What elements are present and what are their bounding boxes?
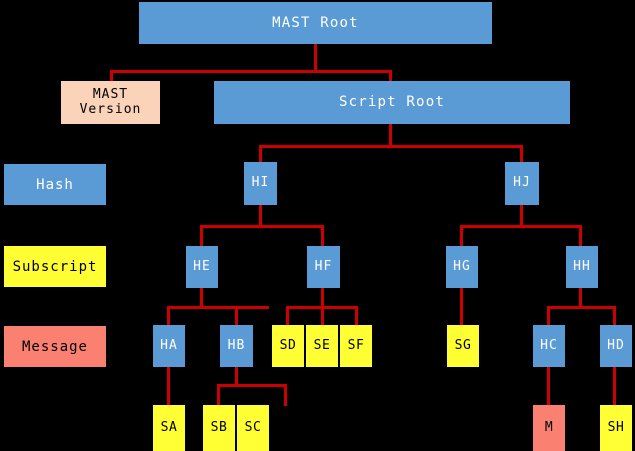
edge-he-bar bbox=[167, 306, 269, 309]
node-sf[interactable]: SF bbox=[340, 325, 372, 367]
edge-hj-drop bbox=[520, 145, 523, 163]
edge-scriptroot-bar bbox=[259, 145, 523, 148]
edge-mastversion-drop bbox=[110, 70, 113, 82]
node-sd[interactable]: SD bbox=[272, 325, 304, 367]
edge-he-drop bbox=[200, 225, 203, 247]
edge-hd-sh bbox=[613, 367, 616, 406]
node-sb[interactable]: SB bbox=[203, 405, 235, 451]
node-sa[interactable]: SA bbox=[153, 405, 185, 451]
legend-item-hash: Hash bbox=[4, 164, 106, 205]
edge-hg-drop bbox=[460, 225, 463, 247]
node-hc[interactable]: HC bbox=[533, 325, 565, 367]
edge-hb-bar bbox=[217, 384, 287, 387]
node-script-root[interactable]: Script Root bbox=[214, 81, 570, 124]
node-hj[interactable]: HJ bbox=[505, 162, 539, 205]
edge-hh-bar bbox=[547, 306, 615, 309]
edge-he-stem bbox=[200, 288, 203, 308]
edge-scriptroot-drop bbox=[389, 70, 392, 82]
edge-hd-drop bbox=[613, 306, 616, 326]
edge-mastroot-bar bbox=[110, 70, 392, 73]
edge-ha-drop bbox=[167, 306, 170, 326]
edge-sc-drop bbox=[284, 384, 287, 406]
node-hg[interactable]: HG bbox=[446, 246, 478, 288]
edge-se-drop bbox=[321, 306, 324, 326]
node-se[interactable]: SE bbox=[306, 325, 338, 367]
edge-hf-drop bbox=[321, 225, 324, 247]
legend-item-message: Message bbox=[4, 326, 106, 367]
node-he[interactable]: HE bbox=[186, 246, 218, 288]
node-mast-version[interactable]: MAST Version bbox=[61, 81, 160, 124]
edge-hh-stem bbox=[579, 288, 582, 308]
edge-hb-stem bbox=[235, 367, 238, 386]
legend-label-subscript: Subscript bbox=[12, 258, 98, 275]
edge-hj-bar bbox=[460, 225, 582, 228]
edge-hc-drop bbox=[547, 306, 550, 326]
node-hd[interactable]: HD bbox=[600, 325, 632, 367]
legend-label-message: Message bbox=[21, 338, 88, 355]
node-hf[interactable]: HF bbox=[307, 246, 340, 288]
edge-hj-stem bbox=[520, 205, 523, 227]
edge-ha-sa bbox=[167, 367, 170, 406]
node-sh[interactable]: SH bbox=[600, 405, 632, 451]
legend-label-hash: Hash bbox=[36, 176, 74, 193]
node-sc[interactable]: SC bbox=[237, 405, 269, 451]
edge-hf-stem bbox=[321, 288, 324, 308]
node-hh[interactable]: HH bbox=[566, 246, 598, 288]
node-hb[interactable]: HB bbox=[220, 325, 253, 367]
edge-hi-stem bbox=[259, 205, 262, 227]
edge-hc-m bbox=[547, 367, 550, 406]
edge-hi-drop bbox=[259, 145, 262, 163]
edge-hh-drop bbox=[579, 225, 582, 247]
edge-hb-drop bbox=[235, 306, 238, 326]
node-ha[interactable]: HA bbox=[153, 325, 185, 367]
edge-sd-drop bbox=[286, 306, 289, 326]
edge-sf-drop bbox=[355, 306, 358, 326]
edge-scriptroot-stem bbox=[389, 124, 392, 147]
edge-sb-drop bbox=[217, 384, 220, 406]
node-sg[interactable]: SG bbox=[447, 325, 479, 367]
node-m[interactable]: M bbox=[533, 405, 565, 451]
node-mast-root[interactable]: MAST Root bbox=[139, 2, 492, 44]
node-hi[interactable]: HI bbox=[244, 162, 277, 205]
edge-hg-sg bbox=[460, 288, 463, 326]
edge-hi-bar bbox=[200, 225, 324, 228]
edge-mastroot-stem bbox=[314, 43, 317, 72]
legend-item-subscript: Subscript bbox=[4, 246, 106, 287]
